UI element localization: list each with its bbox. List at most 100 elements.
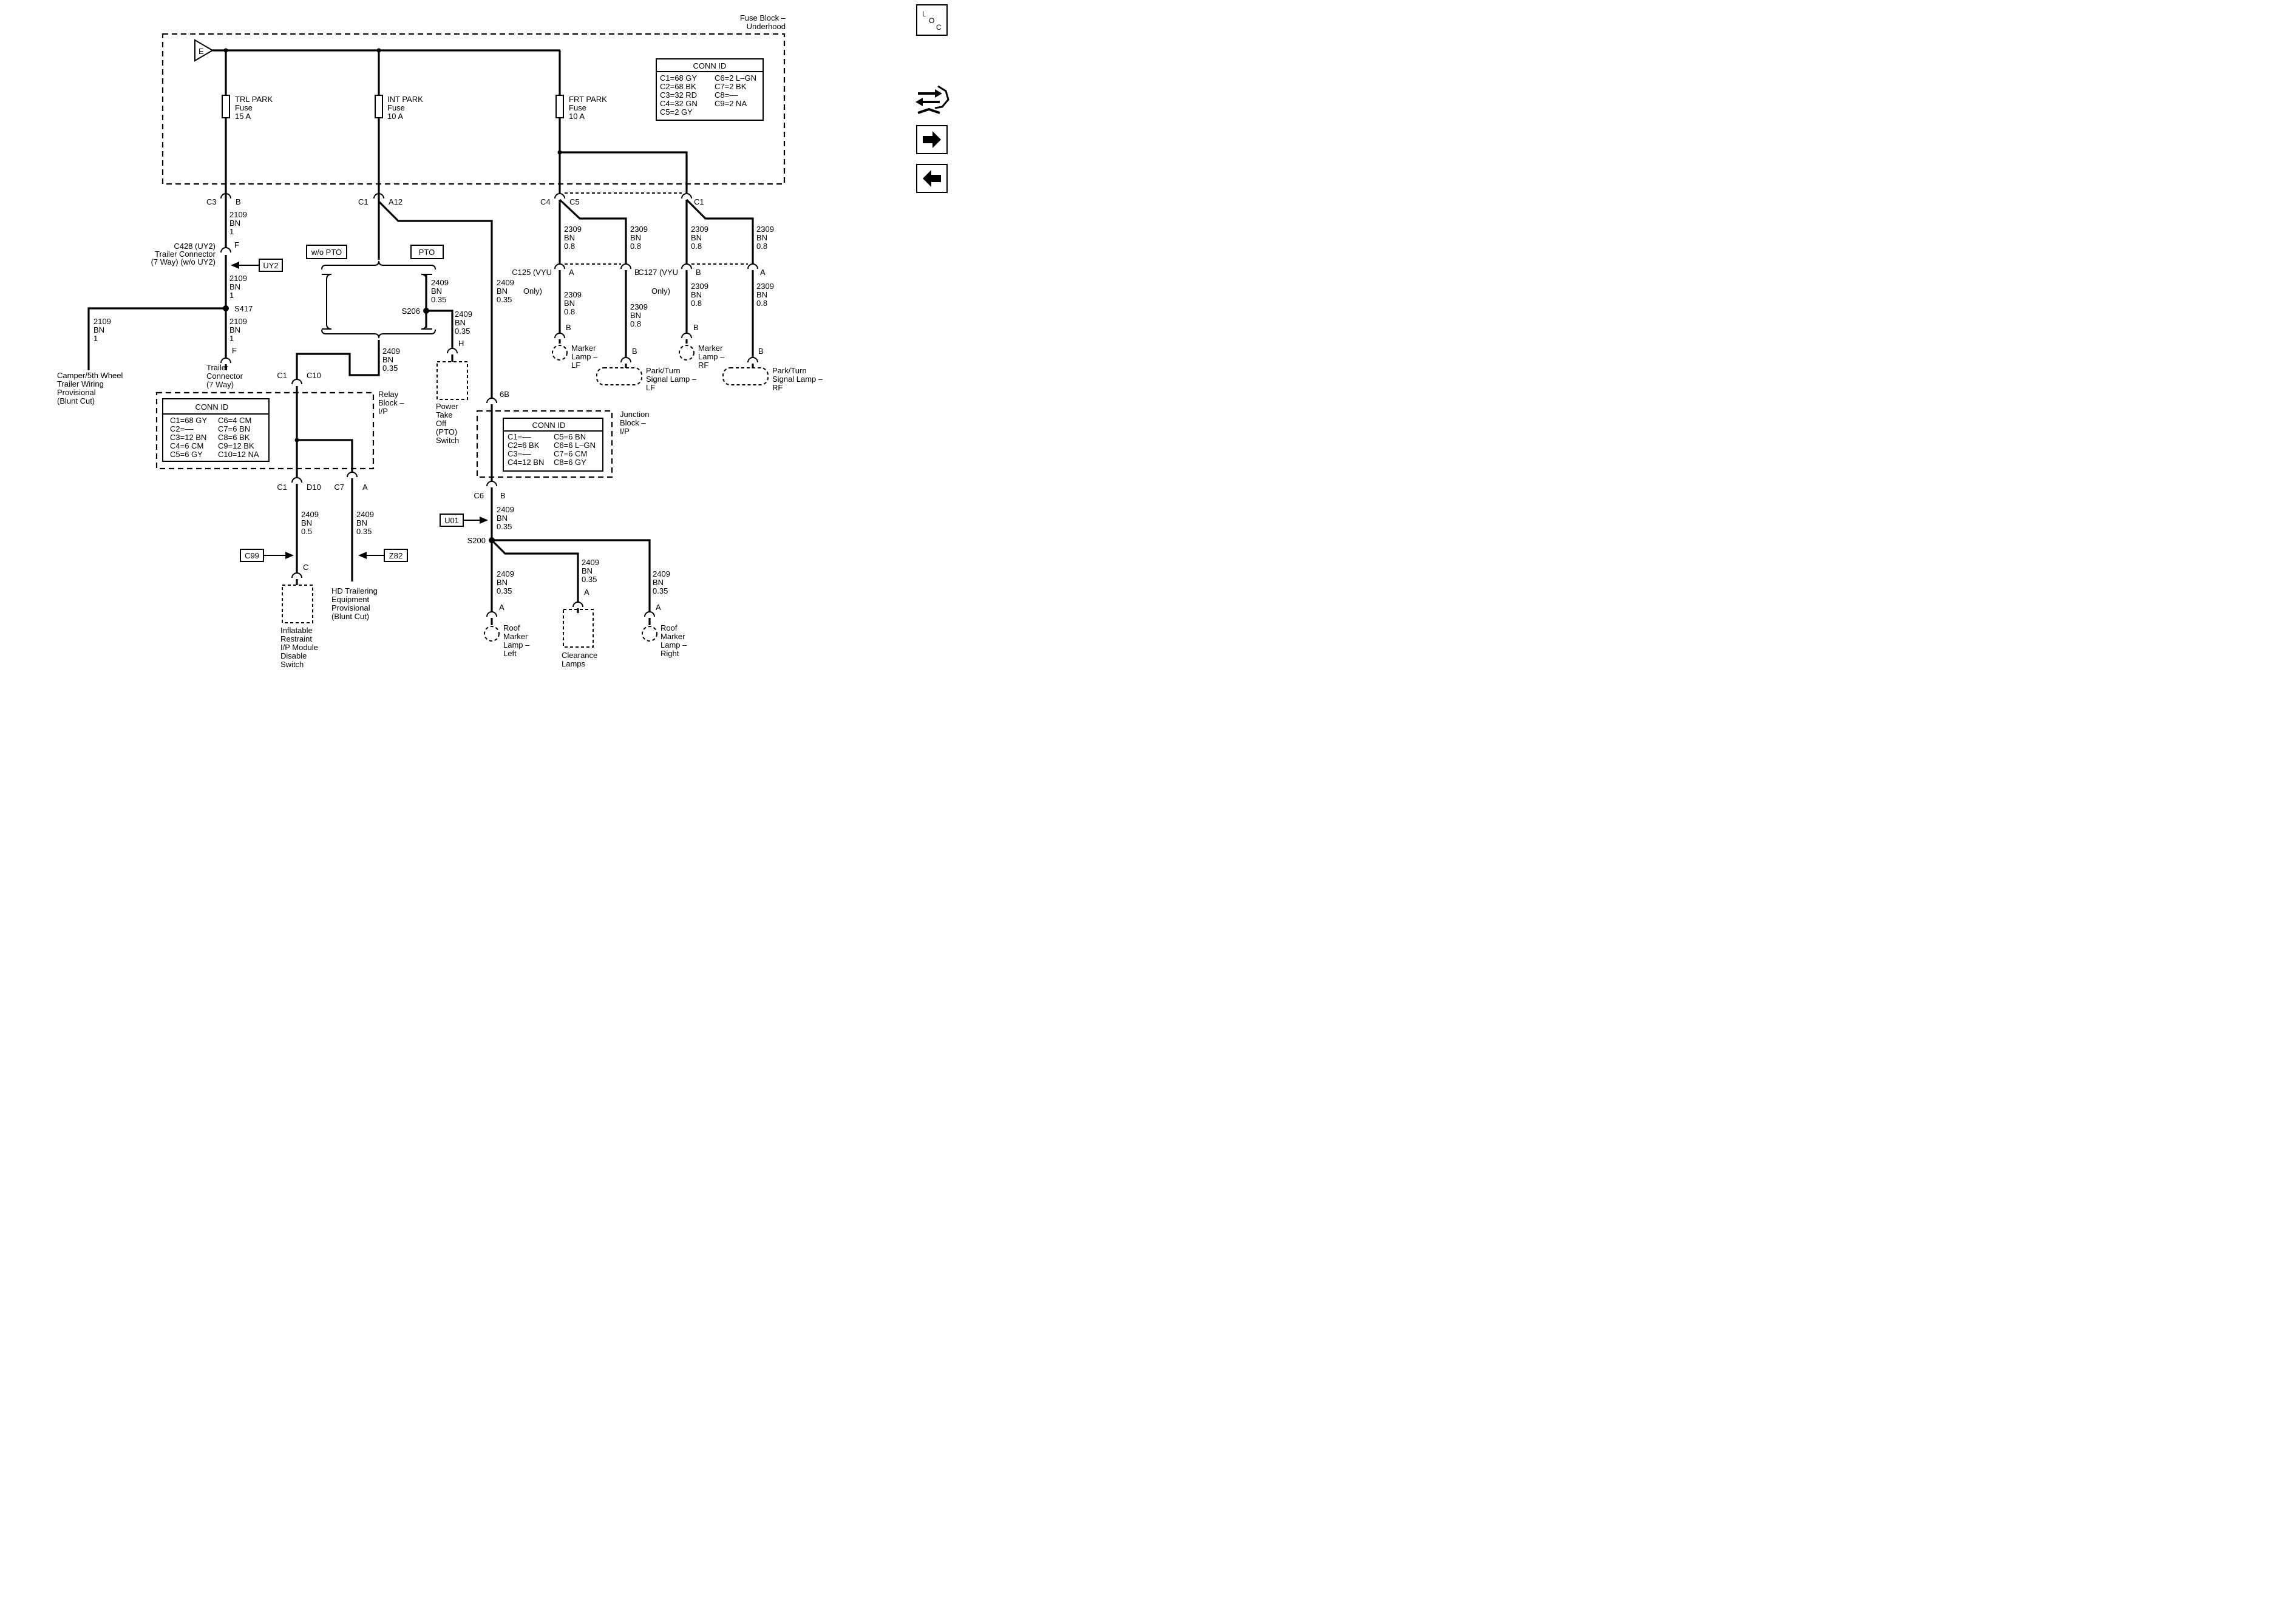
svg-text:C2=68 BK: C2=68 BK (660, 82, 696, 91)
svg-text:2309: 2309 (691, 225, 708, 234)
svg-text:Marker: Marker (571, 344, 596, 353)
svg-text:10 A: 10 A (387, 112, 403, 121)
junction-block-ip: Junction Block – I/P CONN ID C1=–– C2=6 … (476, 410, 649, 478)
svg-text:2309: 2309 (630, 302, 648, 311)
junction-block-conn-id-table: CONN ID C1=–– C2=6 BK C3=–– C4=12 BN C5=… (503, 418, 603, 472)
svg-text:C7: C7 (334, 483, 344, 492)
svg-text:1: 1 (229, 227, 234, 236)
svg-text:Marker: Marker (698, 344, 723, 353)
svg-text:B: B (758, 347, 764, 356)
svg-text:CONN ID: CONN ID (532, 421, 566, 430)
svg-text:(Blunt Cut): (Blunt Cut) (331, 612, 369, 621)
loc-button[interactable]: L O C (916, 4, 948, 36)
svg-text:U01: U01 (444, 516, 459, 525)
roof-marker-lamp-right: Roof Marker Lamp – Right (642, 623, 687, 658)
svg-text:C8=6 BK: C8=6 BK (218, 433, 250, 442)
wiring-diagram: L O C Fuse Block – Underhood E TRL PARK … (57, 4, 949, 669)
svg-text:Marker: Marker (503, 632, 528, 641)
connector-labels: C3 B C1 A12 C4 C5 C1 C428 (UY2) Trailer … (151, 197, 766, 612)
svg-text:2409: 2409 (497, 505, 514, 514)
svg-text:INT PARK: INT PARK (387, 95, 423, 104)
svg-text:C7=2 BK: C7=2 BK (715, 82, 747, 91)
svg-text:0.8: 0.8 (630, 319, 641, 328)
svg-text:Take: Take (436, 410, 452, 419)
svg-text:Lamp –: Lamp – (571, 352, 598, 361)
svg-text:Only): Only) (651, 286, 670, 296)
svg-text:Clearance: Clearance (562, 651, 597, 660)
svg-text:C4=6 CM: C4=6 CM (170, 441, 203, 450)
svg-text:C6: C6 (474, 491, 484, 500)
svg-text:2309: 2309 (756, 282, 774, 291)
svg-text:LF: LF (571, 361, 580, 370)
svg-text:0.8: 0.8 (564, 307, 575, 316)
svg-text:I/P: I/P (620, 427, 630, 436)
relay-block-ip: Relay Block – I/P CONN ID C1=68 GY C2=––… (155, 390, 404, 470)
svg-text:BN: BN (691, 233, 702, 242)
svg-text:Lamps: Lamps (562, 659, 586, 668)
svg-text:0.35: 0.35 (582, 575, 597, 584)
svg-text:(PTO): (PTO) (436, 427, 457, 436)
svg-text:0.35: 0.35 (382, 364, 398, 373)
svg-text:BN: BN (497, 514, 508, 523)
svg-text:B: B (566, 323, 571, 332)
svg-text:C6=2 L–GN: C6=2 L–GN (715, 73, 756, 83)
svg-text:Inflatable: Inflatable (280, 626, 313, 635)
svg-text:Lamp –: Lamp – (503, 640, 530, 649)
svg-text:BN: BN (431, 286, 442, 296)
svg-text:0.8: 0.8 (756, 242, 767, 251)
svg-text:2409: 2409 (301, 510, 319, 519)
svg-text:1: 1 (229, 334, 234, 343)
svg-text:B: B (500, 491, 506, 500)
svg-text:2409: 2409 (431, 278, 449, 287)
svg-text:RF: RF (698, 361, 708, 370)
svg-text:L: L (922, 10, 926, 18)
svg-text:Trailer: Trailer (206, 363, 229, 372)
svg-text:BN: BN (301, 518, 312, 527)
svg-text:BN: BN (564, 233, 575, 242)
fuse-trl-park (222, 95, 230, 118)
svg-text:C7=6 CM: C7=6 CM (554, 449, 587, 458)
svg-text:2409: 2409 (582, 558, 599, 567)
svg-text:BN: BN (356, 518, 367, 527)
svg-text:6B: 6B (500, 390, 509, 399)
svg-text:A12: A12 (389, 197, 402, 206)
option-c99-callout: C99 (240, 549, 294, 562)
option-uy2-callout: UY2 (231, 259, 283, 272)
svg-text:BN: BN (564, 299, 575, 308)
option-u01-callout: U01 (440, 514, 488, 527)
svg-text:15 A: 15 A (235, 112, 251, 121)
svg-text:C3=12 BN: C3=12 BN (170, 433, 206, 442)
svg-text:C6=6 L–GN: C6=6 L–GN (554, 441, 596, 450)
fuse-block-title-1: Fuse Block – (740, 13, 786, 22)
svg-text:2409: 2409 (382, 347, 400, 356)
svg-text:Left: Left (503, 649, 517, 658)
svg-text:2309: 2309 (630, 225, 648, 234)
svg-text:1: 1 (93, 334, 98, 343)
connector-view-icon[interactable] (915, 85, 949, 114)
svg-text:B: B (696, 268, 701, 277)
next-page-button[interactable] (916, 125, 948, 154)
option-z82-callout: Z82 (358, 549, 408, 562)
hd-trailering-provision: HD Trailering Equipment Provisional (Blu… (331, 586, 378, 621)
svg-text:0.8: 0.8 (691, 299, 702, 308)
roof-marker-lamp-left: Roof Marker Lamp – Left (484, 623, 530, 658)
svg-text:C4=32 GN: C4=32 GN (660, 99, 698, 108)
svg-text:0.35: 0.35 (497, 522, 512, 531)
svg-text:2409: 2409 (497, 569, 514, 578)
camper-5th-wheel-provision: Camper/5th Wheel Trailer Wiring Provisio… (57, 371, 123, 405)
svg-text:C5=2 GY: C5=2 GY (660, 107, 693, 117)
svg-text:C5=6 GY: C5=6 GY (170, 450, 203, 459)
park-turn-lamp-rf: Park/Turn Signal Lamp – RF (722, 366, 823, 392)
svg-text:Park/Turn: Park/Turn (772, 366, 807, 375)
marker-lamp-lf: Marker Lamp – LF (552, 344, 598, 370)
svg-text:0.35: 0.35 (497, 586, 512, 595)
previous-page-button[interactable] (916, 164, 948, 193)
svg-text:A: A (499, 603, 504, 612)
svg-text:BN: BN (756, 233, 767, 242)
svg-text:Right: Right (661, 649, 679, 658)
fuse-frt-park (555, 95, 564, 118)
svg-text:10 A: 10 A (569, 112, 585, 121)
svg-text:Junction: Junction (620, 410, 649, 419)
svg-text:C1: C1 (358, 197, 369, 206)
svg-text:2409: 2409 (455, 310, 472, 319)
